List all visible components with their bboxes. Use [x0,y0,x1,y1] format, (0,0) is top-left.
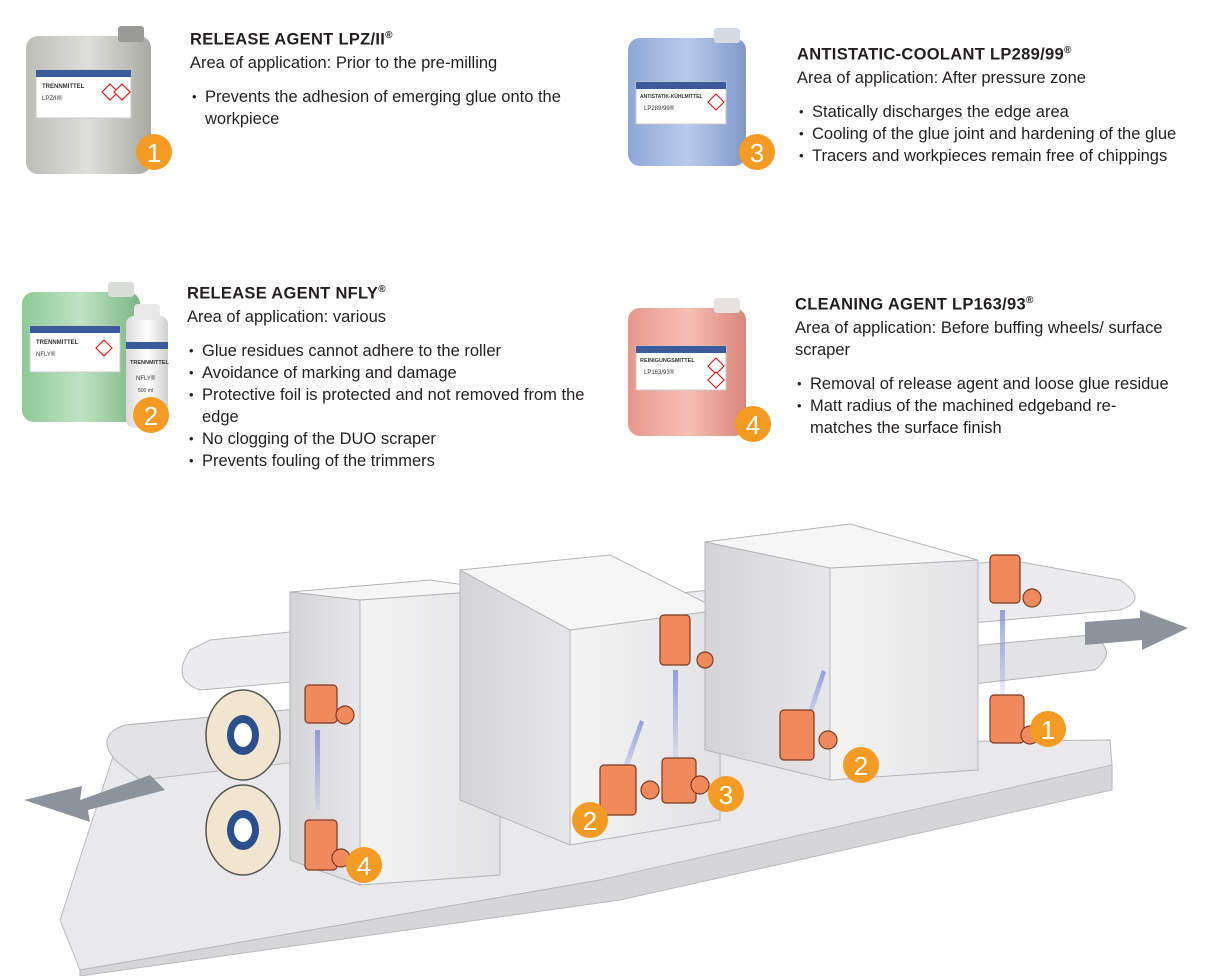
spray-nozzle-icon [989,694,1040,745]
bullet-item: No clogging of the DUO scraper [187,428,607,450]
canister-sublabel-1: LPZ/II® [42,95,63,102]
bullet-list: Removal of release agent and loose glue … [795,373,1175,439]
product-title: ANTISTATIC-COOLANT LP289/99 [797,45,1064,64]
badge-3-icon: 3 [739,134,775,170]
buffing-wheel-icon [205,784,281,876]
badge-4-icon: 4 [735,406,771,442]
bullet-item: Tracers and workpieces remain free of ch… [797,145,1187,167]
product-area: Area of application: Before buffing whee… [795,318,1163,359]
machine-badge: 2 [854,751,868,781]
bullet-item: Statically discharges the edge area [797,101,1187,123]
badge-number: 2 [144,401,158,431]
machine-badge: 2 [583,806,597,836]
spray-can-label: TRENNMITTEL [130,360,169,366]
bullet-item: Glue residues cannot adhere to the rolle… [187,340,607,362]
release-agent-lpz-canister: TRENNMITTEL LPZ/II® 1 [26,26,172,174]
bullet-item: Matt radius of the machined edgeband re-… [795,395,1175,439]
direction-arrow-left-icon [24,775,165,822]
machine-badge: 1 [1041,715,1055,745]
canister-label-1: TRENNMITTEL [42,84,85,90]
canister-sublabel-4: LP163/93® [644,369,675,376]
registered-mark: ® [378,284,386,295]
registered-mark: ® [1025,295,1034,306]
product-cleaning-agent: CLEANING AGENT LP163/93® Area of applica… [795,295,1175,439]
badge-2-icon: 2 [572,802,608,838]
spray-nozzle-icon [661,757,710,804]
badge-number: 4 [746,410,760,440]
registered-mark: ® [1063,45,1072,56]
antistatic-coolant-canister: ANTISTATIK-KÜHLMITTEL LP289/99® 3 [628,28,775,170]
direction-arrow-right-icon [1085,610,1188,650]
spray-can-volume: 500 ml [138,388,153,394]
spray-nozzle-icon [779,709,838,761]
badge-number: 1 [147,138,161,168]
bullet-list: Glue residues cannot adhere to the rolle… [187,340,607,472]
badge-1-icon: 1 [136,134,172,170]
bullet-item: Removal of release agent and loose glue … [795,373,1175,395]
canister-sublabel-2: NFLY® [36,351,56,358]
cleaning-agent-canister: REINIGUNGSMITTEL LP163/93® 4 [628,298,771,442]
bullet-item: Avoidance of marking and damage [187,362,607,384]
machine-unit-3 [704,523,979,781]
bullet-list: Prevents the adhesion of emerging glue o… [190,86,600,130]
bullet-item: Cooling of the glue joint and hardening … [797,123,1187,145]
badge-2-icon: 2 [843,747,879,783]
product-release-agent-nfly: RELEASE AGENT NFLY® Area of application:… [187,284,607,472]
product-release-agent-lpz: RELEASE AGENT LPZ/II® Area of applicatio… [190,30,600,130]
spray-nozzle-icon [304,684,355,725]
spray-can-sublabel: NFLY® [136,375,156,382]
canister-label-2: TRENNMITTEL [36,340,79,346]
registered-mark: ® [385,30,393,41]
buffing-wheel-icon [205,689,281,781]
product-title: RELEASE AGENT LPZ/II [190,30,386,49]
product-area: Area of application: various [187,307,387,326]
badge-2-icon: 2 [133,397,169,433]
bullet-item: Protective foil is protected and not rem… [187,384,607,428]
product-title: RELEASE AGENT NFLY [187,284,379,303]
canister-sublabel-3: LP289/99® [644,105,675,112]
spray-nozzle-icon [304,819,351,871]
badge-1-icon: 1 [1030,711,1066,747]
release-agent-nfly-canister: TRENNMITTEL NFLY® TRENNMITTEL NFLY® 500 … [22,282,169,433]
canister-label-3: ANTISTATIK-KÜHLMITTEL [640,93,703,100]
bullet-item: Prevents fouling of the trimmers [187,450,607,472]
machine-badge: 3 [719,780,733,810]
badge-3-icon: 3 [708,776,744,812]
edgebander-machine-illustration: 1 2 2 3 4 [24,523,1188,976]
bullet-list: Statically discharges the edge area Cool… [797,101,1187,167]
product-antistatic-coolant: ANTISTATIC-COOLANT LP289/99® Area of app… [797,45,1187,167]
product-area: Area of application: Prior to the pre-mi… [190,53,498,72]
spray-nozzle-icon [989,554,1042,608]
machine-badge: 4 [357,851,371,881]
spray-nozzle-icon [659,614,714,669]
bullet-item: Prevents the adhesion of emerging glue o… [190,86,600,130]
badge-number: 3 [750,138,764,168]
badge-4-icon: 4 [346,847,382,883]
product-title: CLEANING AGENT LP163/93 [795,295,1026,314]
spray-nozzle-icon [599,764,660,816]
product-area: Area of application: After pressure zone [797,68,1086,87]
canister-label-4: REINIGUNGSMITTEL [640,358,695,364]
